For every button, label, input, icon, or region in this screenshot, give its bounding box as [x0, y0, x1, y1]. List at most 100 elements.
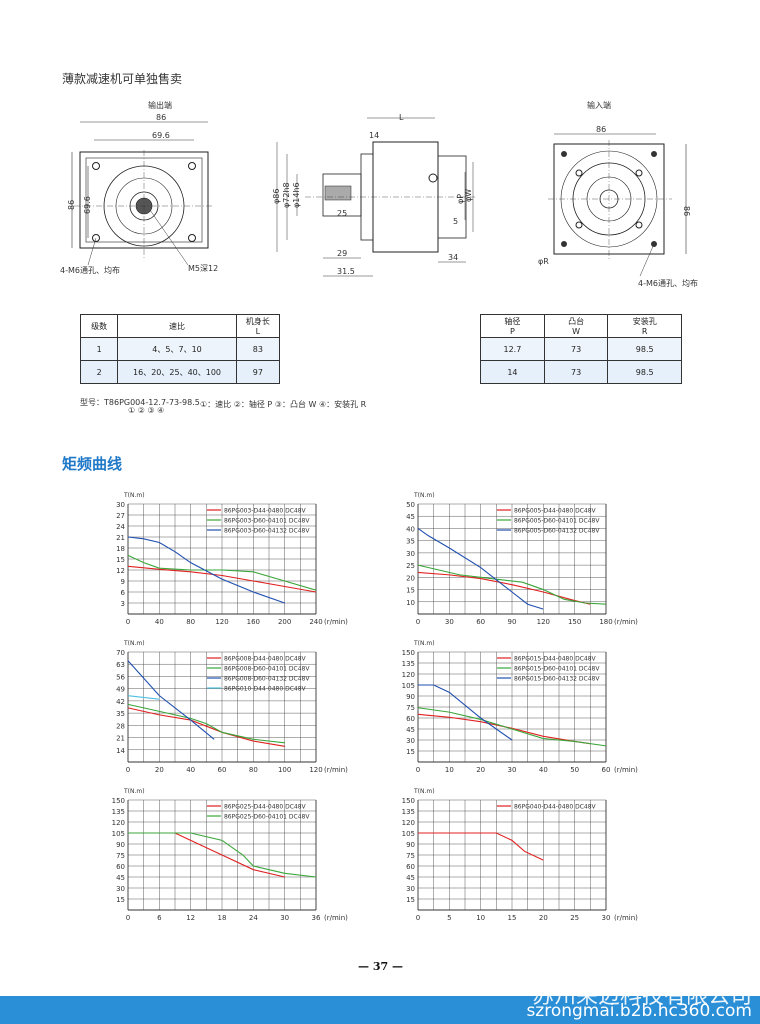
x-tick-label: 60 [218, 766, 227, 774]
y-tick-label: 27 [116, 512, 125, 520]
dim-25: 25 [337, 209, 347, 218]
legend-label: 86PG005-D60-04132 DC48V [514, 528, 600, 535]
dim-29: 29 [337, 249, 347, 258]
x-tick-label: 0 [416, 766, 420, 774]
y-tick-label: 24 [116, 523, 125, 531]
y-tick-label: 10 [406, 599, 415, 607]
x-tick-label: 240 [309, 618, 322, 626]
x-tick-label: 150 [568, 618, 581, 626]
y-tick-label: 42 [116, 698, 125, 706]
y-tick-label: 120 [402, 819, 415, 827]
series-line [418, 684, 513, 741]
series-line [127, 695, 160, 700]
y-tick-label: 45 [406, 726, 415, 734]
y-tick-label: 35 [116, 710, 125, 718]
y-tick-label: 35 [406, 538, 415, 546]
x-unit-label: (r/min) [614, 914, 638, 922]
y-tick-label: 60 [116, 863, 125, 871]
x-tick-label: 18 [218, 914, 227, 922]
cell: 12.7 [480, 337, 545, 361]
x-tick-label: 20 [155, 766, 164, 774]
x-tick-label: 40 [155, 618, 164, 626]
y-tick-label: 15 [406, 748, 415, 756]
dim-86-left: 86 [67, 200, 76, 210]
side-drawing: L 14 φ86 φ72h8 φ14h6 25 29 31.5 34 φP φW… [272, 113, 475, 277]
output-end-drawing: 86 69.6 86 69.6 [67, 113, 214, 266]
x-tick-label: 0 [416, 914, 420, 922]
x-tick-label: 180 [599, 618, 612, 626]
y-tick-label: 135 [402, 808, 415, 816]
y-tick-label: 15 [116, 896, 125, 904]
x-unit-label: (r/min) [614, 618, 638, 626]
x-tick-label: 15 [508, 914, 517, 922]
output-screw-note: M5深12 [188, 264, 219, 273]
y-tick-label: 150 [402, 797, 415, 805]
y-axis-label: T(N.m) [413, 788, 435, 795]
legend-label: 86PG025-D44-0480 DC48V [224, 804, 307, 811]
dim-phiP: φP [456, 194, 465, 204]
dim-69-left: 69.6 [83, 196, 92, 214]
y-tick-label: 14 [116, 747, 125, 755]
y-tick-label: 45 [406, 874, 415, 882]
y-tick-label: 120 [112, 819, 125, 827]
y-tick-label: 50 [406, 501, 415, 509]
dim-14-top: 14 [369, 131, 379, 140]
cell: 73 [543, 360, 609, 384]
y-tick-label: 120 [402, 671, 415, 679]
y-tick-label: 90 [116, 841, 125, 849]
cell: 73 [543, 337, 609, 361]
dim-phi14: φ14h6 [292, 182, 301, 208]
input-hole-note: 4-M6通孔、均布 [638, 279, 698, 288]
cell: 98.5 [607, 360, 682, 384]
legend-label: 86PG003-D60-04132 DC48V [224, 528, 310, 535]
series-line [127, 660, 215, 740]
cell: 83 [235, 337, 281, 361]
y-axis-label: T(N.m) [413, 640, 435, 647]
x-tick-label: 40 [186, 766, 195, 774]
y-tick-label: 21 [116, 735, 125, 743]
y-axis-label: T(N.m) [123, 492, 145, 499]
series-line [417, 571, 591, 605]
dim-34: 34 [448, 253, 458, 262]
legend-label: 86PG008-D44-0480 DC48V [224, 656, 307, 663]
page-heading: 薄款减速机可单独售卖 [62, 72, 183, 86]
x-tick-label: 60 [476, 618, 485, 626]
y-tick-label: 30 [406, 550, 415, 558]
y-tick-label: 20 [406, 574, 415, 582]
dim-5: 5 [453, 217, 458, 226]
y-tick-label: 105 [402, 830, 415, 838]
y-tick-label: 105 [112, 830, 125, 838]
cell: 14 [480, 360, 545, 384]
curves-title: 矩频曲线 [62, 455, 123, 473]
dim-phi86: φ86 [272, 189, 281, 204]
series-line [417, 564, 607, 605]
legend-label: 86PG015-D60-04101 DC48V [514, 666, 600, 673]
x-unit-label: (r/min) [614, 766, 638, 774]
cell: 98.5 [607, 337, 682, 361]
x-tick-label: 80 [186, 618, 195, 626]
x-tick-label: 0 [126, 618, 130, 626]
dim-86-input-top: 86 [596, 125, 606, 134]
legend-label: 86PG010-D44-0480 DC48V [224, 686, 307, 693]
y-tick-label: 30 [116, 501, 125, 509]
y-axis-label: T(N.m) [123, 640, 145, 647]
y-tick-label: 9 [121, 578, 125, 586]
y-tick-label: 105 [402, 682, 415, 690]
y-tick-label: 15 [406, 896, 415, 904]
legend-label: 86PG008-D60-04132 DC48V [224, 676, 310, 683]
input-end-drawing: 86 86 φR [538, 125, 691, 277]
x-tick-label: 200 [278, 618, 291, 626]
x-tick-label: 40 [539, 766, 548, 774]
dim-86-top: 86 [156, 113, 166, 122]
legend-label: 86PG003-D44-0480 DC48V [224, 508, 307, 515]
series-line [127, 536, 285, 604]
y-tick-label: 63 [116, 661, 125, 669]
y-tick-label: 45 [406, 513, 415, 521]
